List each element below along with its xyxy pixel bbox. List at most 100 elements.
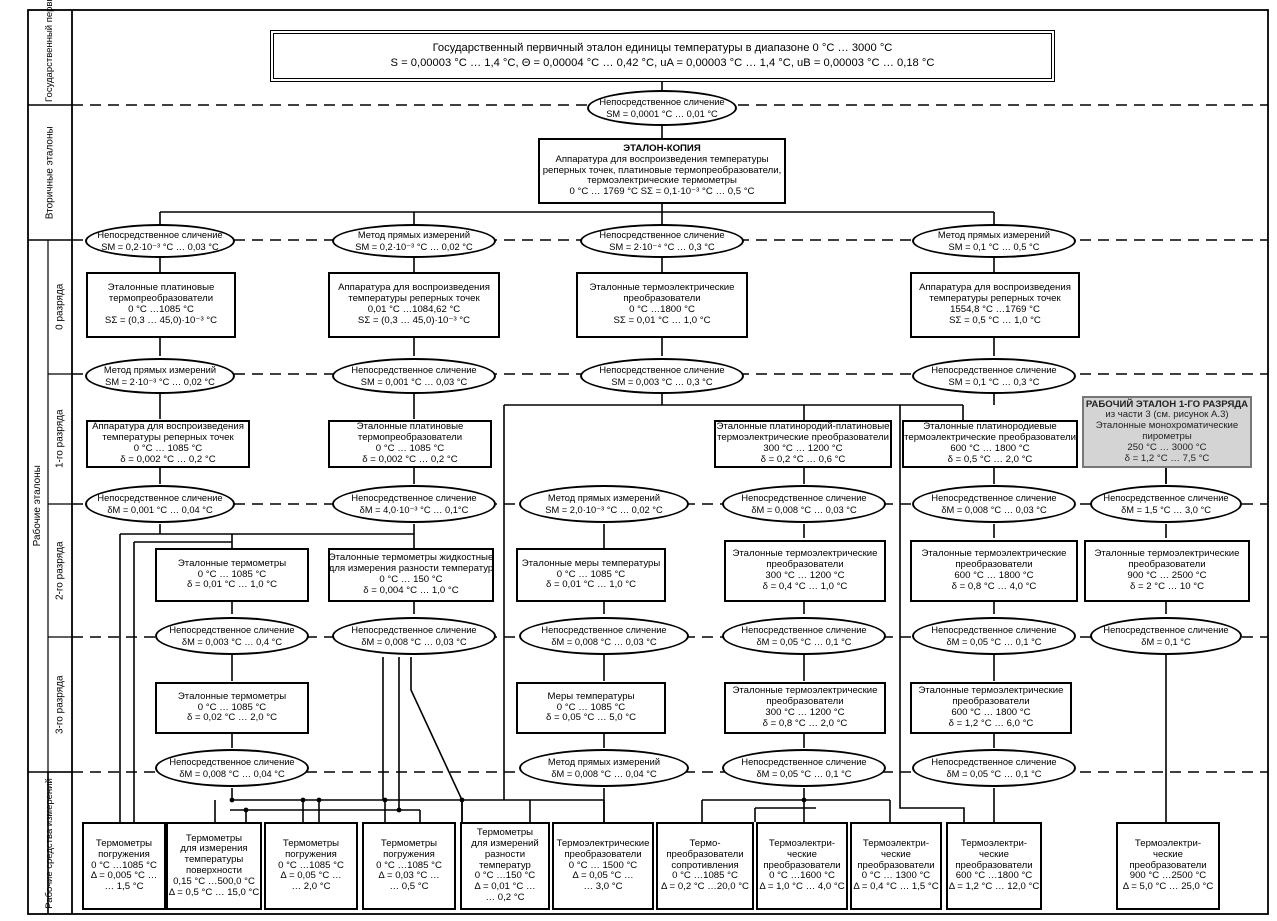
box-line: ческие [786,848,818,860]
method-value: δM = 0,001 °C … 0,04 °C [107,505,213,515]
box-line: SΣ = 0,5 °C … 1,0 °C [949,314,1041,326]
box-line: термоэлектрические преобразователи [717,432,889,444]
box-line: 0 °C …150 °C [474,870,536,882]
method-value: SM = 0,003 °C … 0,3 °C [611,377,713,387]
box-line: … 0,2 °C [485,892,525,904]
box-line: δ = 0,8 °C … 2,0 °C [762,717,848,729]
box-line: Δ = 0,4 °C … 1,5 °C [853,881,939,893]
box-line: … 2,0 °C [291,881,331,893]
method-name: Непосредственное сличение [351,492,477,503]
method-value: SM = 2·10⁻³ °C … 0,02 °C [105,377,215,387]
box-line: Термоэлектри- [862,837,930,849]
box-line: ческие [1152,848,1184,860]
box-line: 600 °C …1800 °C [955,870,1033,882]
method-value: SM = 0,001 °C … 0,03 °C [360,377,468,387]
junction-dot [229,797,235,803]
method-value: δM = 0,05 °C … 0,1 °C [756,769,852,779]
level-label-working: Рабочие эталоны [28,240,48,772]
level-label-text: Рабочие средства измерений [43,777,55,909]
box-line: погружения [98,848,150,860]
box-line: Термоэлектри- [1134,837,1202,849]
connector-line [899,405,965,822]
box-line: δ = 0,8 °C … 4,0 °C [951,580,1037,592]
method-value: δM = 0,1 °C [1141,637,1191,647]
level-label-text: 2-го разряда [54,541,66,600]
box-line: температуры реперных точек [348,293,480,305]
box-line: для измерения разности температур [328,563,494,575]
box-line: 0 °C … 1300 °C [861,870,931,882]
method-name: Непосредственное сличение [931,756,1057,767]
box-line: δ = 0,05 °C … 5,0 °C [545,712,637,724]
box-line: Δ = 0,05 °C … [280,870,342,882]
box-line: Термоэлектри- [960,837,1028,849]
box-line: 0 °C … 1085 °C [375,443,445,454]
level-label-r1: 1-го разряда [48,374,72,504]
box-line: … 0,5 °C [389,881,429,893]
box-line: 0,15 °C …500,0 °C [173,875,255,887]
box-line: δ = 0,4 °C … 1,0 °C [762,580,848,592]
method-name: Непосредственное сличение [741,492,867,503]
primary-standard-header: Государственный первичный эталон единицы… [270,30,1055,82]
box-line: Эталонные термоэлектрические [732,685,878,697]
method-name: Метод прямых измерений [547,756,661,767]
box-line: Эталонные термоэлектрические [732,548,878,560]
box-line: 900 °C … 2500 °C [1127,570,1207,581]
box-line: Δ = 0,03 °C … [378,870,440,882]
box-line: 300 °C … 1200 °C [763,443,843,454]
box-line: Термометры [95,837,153,849]
box-line: пирометры [1142,431,1192,442]
box-line: погружения [285,848,337,860]
box-line: 0 °C … 1085 °C [197,701,267,713]
box-line: 0 °C …1085 °C [376,859,442,871]
box-line: сопротивления [671,859,739,871]
method-value: δM = 0,008 °C … 0,04 °C [179,769,285,779]
box-line: термопреобразователи [108,293,214,305]
box-line: ческие [978,848,1010,860]
box-line: преобразователи [766,696,844,708]
method-name: Непосредственное сличение [741,624,867,635]
box-line: ЭТАЛОН-КОПИЯ [623,142,701,154]
box-line: Эталонные термоэлектрические [589,282,735,294]
box-line: разности [484,848,526,860]
method-value: SM = 2,0·10⁻³ °C … 0,02 °C [545,505,663,515]
method-value: δM = 0,008 °C … 0,03 °C [551,637,657,647]
box-line: погружения [383,848,435,860]
box-line: δ = 0,5 °C … 2,0 °C [947,453,1033,465]
box-line: для измерения [180,843,248,855]
method-value: SM = 0,0001 °C … 0,01 °C [606,109,718,119]
box-line: 1554,8 °C …1769 °C [950,304,1040,315]
level-label-state: Государственный первичный эталон [28,0,72,105]
box-line: Эталонные термометры [177,557,287,569]
box-line: температур [479,859,531,871]
box-line: … 3,0 °C [583,881,623,893]
box-line: Эталонные меры температуры [521,557,661,569]
box-line: термоэлектрические преобразователи [904,432,1076,444]
box-line: РАБОЧИЙ ЭТАЛОН 1-ГО РАЗРЯДА [1085,398,1249,410]
method-name: Непосредственное сличение [1103,624,1229,635]
method-value: SM = 0,2·10⁻³ °C … 0,03 °C [101,242,219,252]
box-line: преобразователи [623,293,701,305]
method-name: Непосредственное сличение [599,96,725,107]
box-line: поверхности [185,865,243,876]
method-name: Метод прямых измерений [357,229,471,240]
